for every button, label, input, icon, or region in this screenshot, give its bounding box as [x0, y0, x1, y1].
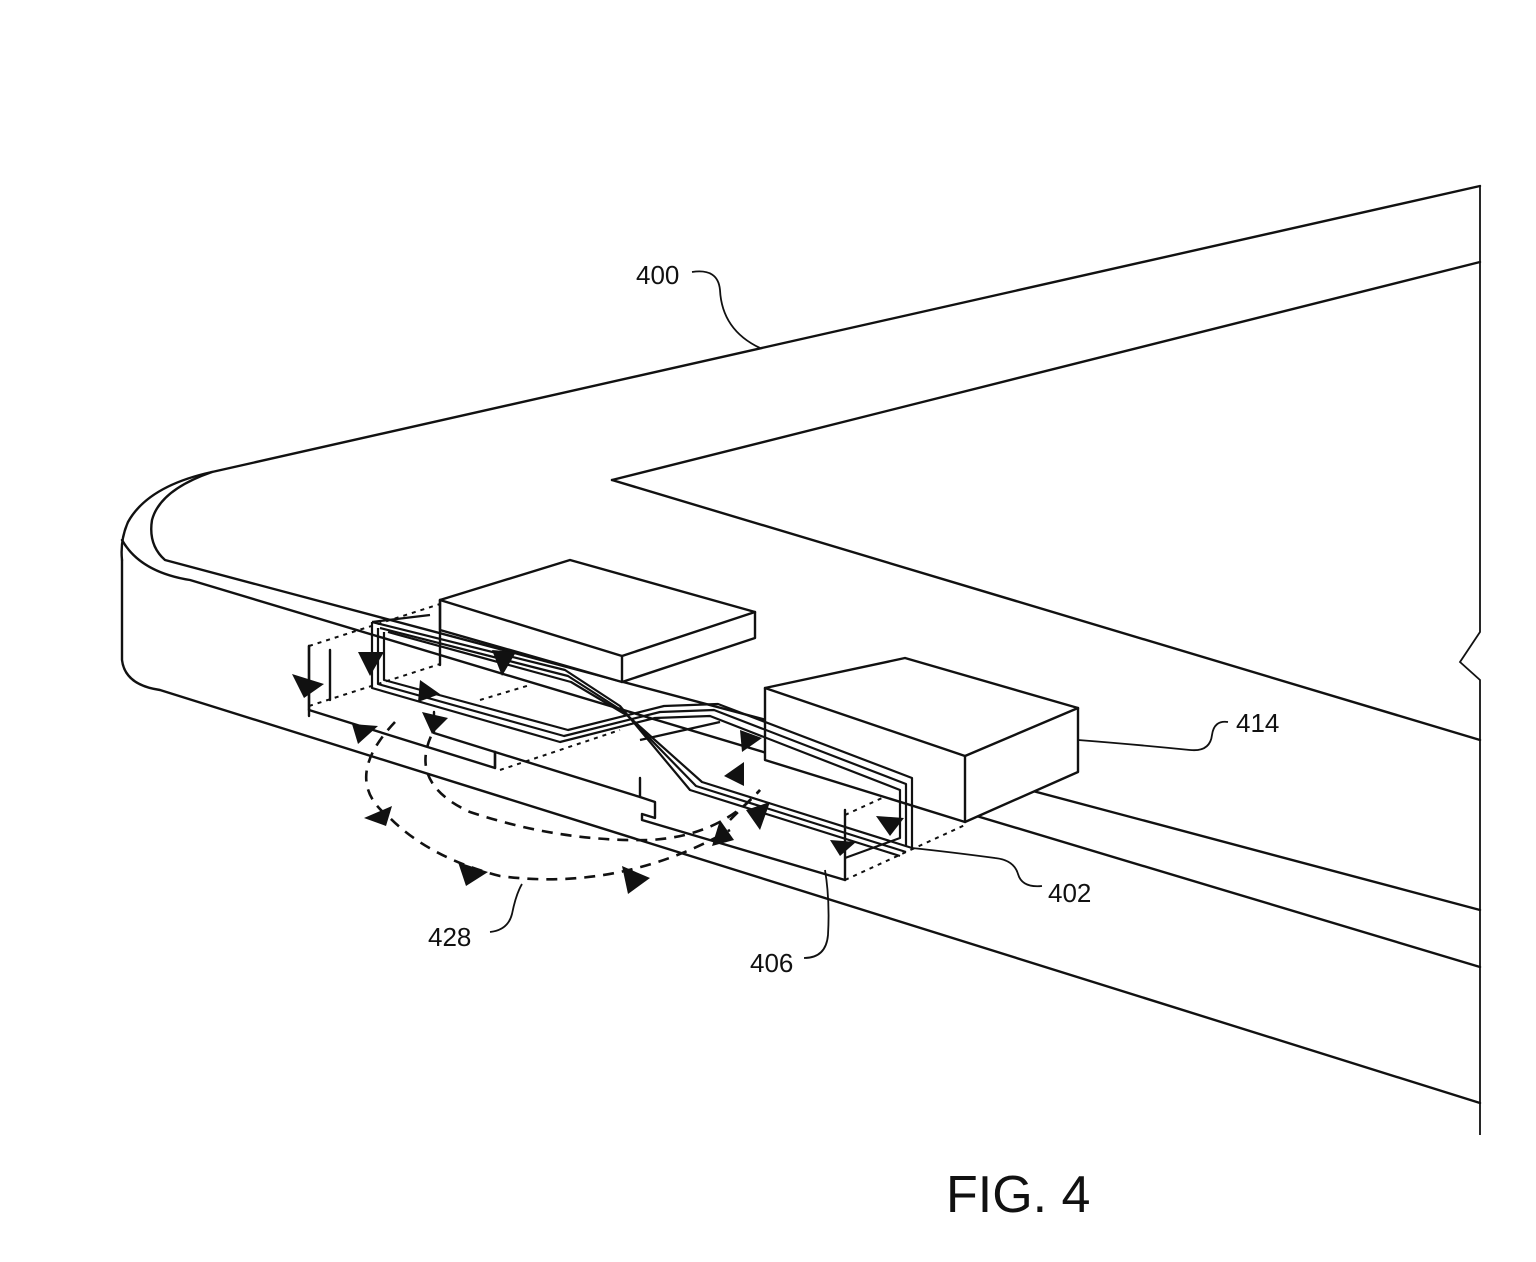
label-402: 402 [1048, 878, 1091, 908]
magnet-left [438, 558, 757, 684]
leader-lines [489, 270, 1229, 959]
flux-arrows [292, 650, 904, 894]
flux-guide-402 [370, 613, 914, 860]
label-406: 406 [750, 948, 793, 978]
label-414: 414 [1236, 708, 1279, 738]
flux-path-428 [364, 719, 761, 881]
figure-caption: FIG. 4 [946, 1166, 1090, 1224]
label-400: 400 [636, 260, 679, 290]
device-housing-400 [120, 184, 1482, 1135]
magnet-right-414 [763, 656, 1080, 824]
label-428: 428 [428, 922, 471, 952]
